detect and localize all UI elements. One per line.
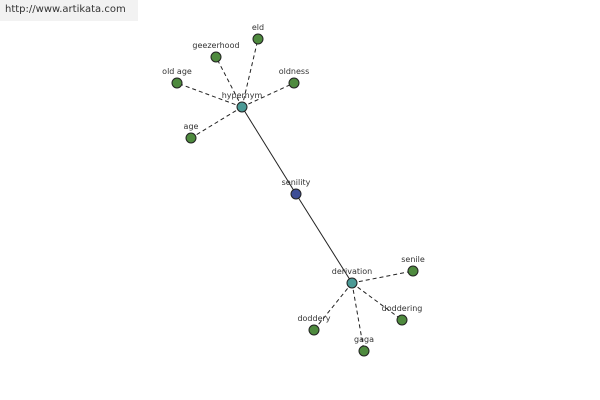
term-label-eld[interactable]: eld bbox=[252, 23, 264, 32]
term-node-gaga[interactable] bbox=[358, 345, 370, 357]
edge-derivation-gaga bbox=[351, 282, 365, 352]
nodes-layer bbox=[171, 33, 419, 357]
edge-hypernym-eld bbox=[241, 38, 259, 108]
relation-label-derivation[interactable]: derivation bbox=[332, 267, 372, 276]
labels-layer: eld geezerhood oldness old age age hypernym se… bbox=[162, 23, 425, 344]
term-node-geezerhood[interactable] bbox=[210, 51, 222, 63]
term-node-oldness[interactable] bbox=[288, 77, 300, 89]
edge-derivation-doddering bbox=[351, 282, 403, 321]
edge-hypernym-oldness bbox=[241, 82, 295, 108]
edge-hypernym-geezerhood bbox=[215, 56, 243, 108]
edge-hypernym-age bbox=[190, 106, 243, 139]
url-banner[interactable]: http://www.artikata.com bbox=[0, 0, 138, 21]
term-node-eld[interactable] bbox=[252, 33, 264, 45]
term-node-old-age[interactable] bbox=[171, 77, 183, 89]
edge-hypernym-old-age bbox=[176, 82, 243, 108]
term-label-old-age[interactable]: old age bbox=[162, 67, 192, 76]
root-node-senility[interactable] bbox=[290, 188, 302, 200]
term-node-age[interactable] bbox=[185, 132, 197, 144]
term-label-age[interactable]: age bbox=[184, 122, 199, 131]
term-node-doddering[interactable] bbox=[396, 314, 408, 326]
term-label-doddering[interactable]: doddering bbox=[382, 304, 423, 313]
term-label-senile[interactable]: senile bbox=[401, 255, 425, 264]
term-node-doddery[interactable] bbox=[308, 324, 320, 336]
term-label-doddery[interactable]: doddery bbox=[297, 314, 330, 323]
relation-node-derivation[interactable] bbox=[346, 277, 358, 289]
relation-node-hypernym[interactable] bbox=[236, 101, 248, 113]
relation-label-hypernym[interactable]: hypernym bbox=[222, 91, 263, 100]
edge-derivation-doddery bbox=[313, 282, 353, 331]
term-label-oldness[interactable]: oldness bbox=[279, 67, 310, 76]
root-label-senility[interactable]: senility bbox=[282, 178, 311, 187]
edges-layer bbox=[176, 38, 414, 352]
term-label-geezerhood[interactable]: geezerhood bbox=[192, 41, 239, 50]
term-node-senile[interactable] bbox=[407, 265, 419, 277]
edge-root-derivation bbox=[295, 193, 353, 284]
edge-derivation-senile bbox=[351, 270, 414, 284]
edge-root-hypernym bbox=[241, 106, 297, 195]
term-label-gaga[interactable]: gaga bbox=[354, 335, 374, 344]
